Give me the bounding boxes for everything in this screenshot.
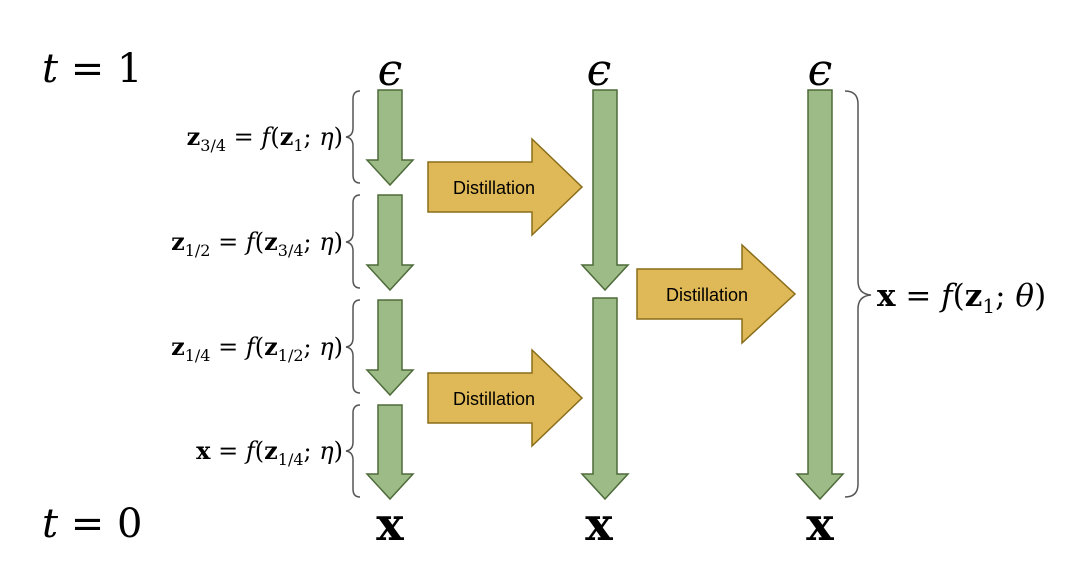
step-brace-1 — [345, 90, 361, 184]
epsilon-symbol-col1: ϵ — [378, 45, 403, 96]
step-brace-2 — [345, 194, 361, 289]
distillation-label-1: Distillation — [453, 178, 535, 198]
step-arrow-3 — [365, 299, 415, 397]
single-step-arrow — [795, 89, 845, 501]
distilled-arrow-lower — [580, 297, 630, 501]
step-equation-4: x = f(z1/4; η) — [196, 436, 343, 469]
step-brace-3 — [345, 299, 361, 394]
step-arrow-2 — [365, 194, 415, 292]
distillation-arrow-3 — [427, 348, 584, 448]
x-symbol-col3: x — [806, 497, 834, 551]
step-equation-2: z1/2 = f(z3/4; η) — [171, 227, 343, 260]
distillation-arrow-2 — [636, 243, 797, 345]
final-equation: x = f(z1; θ) — [877, 278, 1046, 318]
distilled-arrow-upper — [580, 89, 630, 292]
distillation-arrow-1 — [427, 137, 584, 237]
step-arrow-4 — [365, 404, 415, 501]
distillation-label-3: Distillation — [453, 389, 535, 409]
epsilon-symbol-col2: ϵ — [587, 45, 612, 96]
x-symbol-col1: x — [376, 497, 404, 551]
time-label-bottom: t = 0 — [42, 501, 142, 547]
final-brace — [844, 90, 872, 498]
step-equation-3: z1/4 = f(z1/2; η) — [171, 332, 343, 365]
step-arrow-1 — [365, 89, 415, 187]
step-equation-1: z3/4 = f(z1; η) — [187, 122, 343, 155]
x-symbol-col2: x — [585, 497, 613, 551]
step-brace-4 — [345, 404, 361, 498]
epsilon-symbol-col3: ϵ — [808, 45, 833, 96]
time-label-top: t = 1 — [42, 46, 142, 92]
distillation-label-2: Distillation — [666, 285, 748, 305]
